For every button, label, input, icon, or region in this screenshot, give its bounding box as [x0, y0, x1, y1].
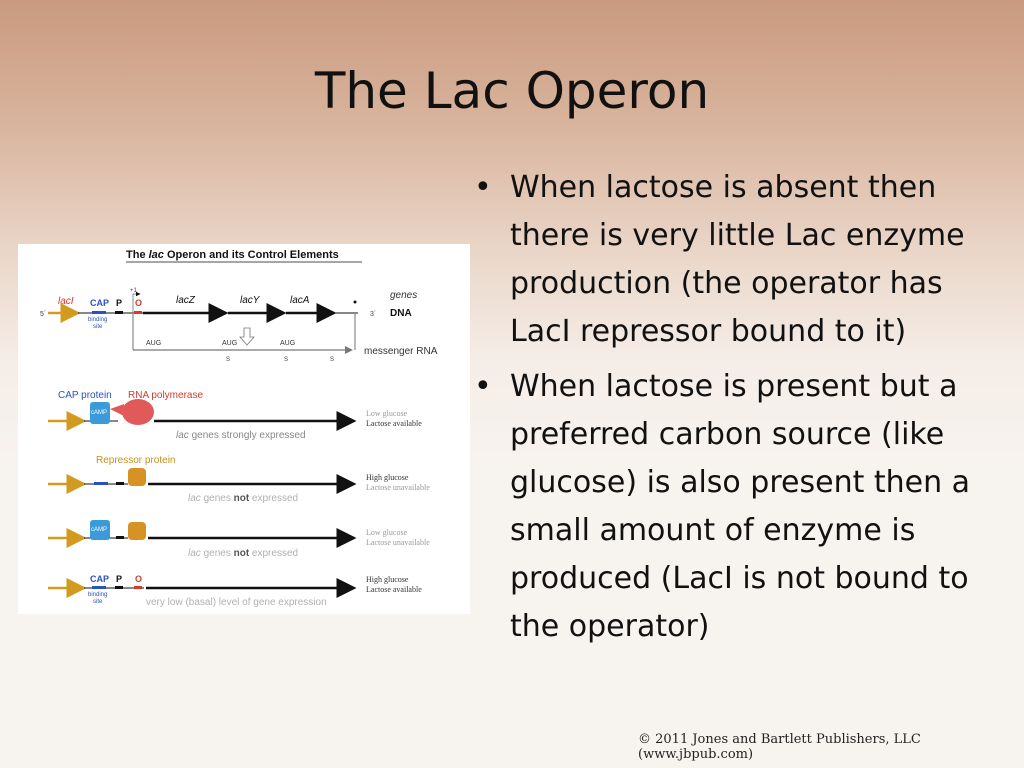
- cap-label: CAP: [90, 298, 109, 308]
- aug-label-2: AUG: [222, 340, 237, 347]
- row1-camp-label: cAMP: [91, 410, 107, 416]
- stop-s-label-2: S: [284, 357, 288, 363]
- stop-s-label-1: S: [226, 357, 230, 363]
- row3-repressor-shape: [128, 522, 146, 540]
- operator-mark: [134, 311, 142, 314]
- bullet-text: When lactose is absent then there is ver…: [510, 170, 965, 349]
- row3-condition-1: Low glucose: [366, 528, 408, 537]
- bullet-dot: •: [474, 369, 492, 404]
- row4-caption: very low (basal) level of gene expressio…: [146, 597, 327, 608]
- rna-polymerase-shape: [122, 399, 154, 425]
- row1-caption: lac genes strongly expressed: [176, 430, 306, 441]
- row4-binding-1: binding: [88, 592, 107, 598]
- polymerase-contact: [110, 404, 124, 416]
- row3-camp-label: cAMP: [91, 527, 107, 533]
- genes-label: genes: [390, 290, 417, 301]
- row3-caption: lac genes not expressed: [188, 548, 298, 559]
- three-prime-label: 3´: [370, 311, 376, 318]
- lacz-label: lacZ: [176, 295, 196, 306]
- laci-label: lacI: [58, 296, 74, 307]
- lac-operon-diagram: The lac Operon and its Control Elements …: [18, 244, 470, 614]
- row2-condition-2: Lactose unavailable: [366, 483, 430, 492]
- row4-condition-1: High glucose: [366, 575, 409, 584]
- row4-p-label: P: [116, 574, 122, 584]
- row4-cap-site: [92, 586, 106, 589]
- aug-label-1: AUG: [146, 340, 161, 347]
- terminator-dot: [353, 300, 357, 304]
- plus-one-label: +1: [130, 288, 138, 294]
- p-label: P: [116, 298, 122, 308]
- stop-s-label-3: S: [330, 357, 334, 363]
- copyright-notice: © 2011 Jones and Bartlett Publishers, LL…: [638, 732, 921, 762]
- row1-condition-2: Lactose available: [366, 419, 422, 428]
- row4-o-label: O: [135, 574, 142, 584]
- repressor-protein-label: Repressor protein: [96, 455, 175, 466]
- row3-condition-2: Lactose unavailable: [366, 538, 430, 547]
- cap-protein-label: CAP protein: [58, 390, 112, 401]
- row2-cap-site: [94, 482, 108, 485]
- figure-title: The lac Operon and its Control Elements: [126, 249, 339, 261]
- binding-site-label-2: site: [93, 324, 103, 330]
- row4-condition-2: Lactose available: [366, 585, 422, 594]
- row1-condition-1: Low glucose: [366, 409, 408, 418]
- bullet-dot: •: [474, 170, 492, 205]
- bullet-list: • When lactose is absent then there is v…: [470, 164, 1005, 658]
- row4-promoter: [115, 586, 123, 589]
- row3-cap-box: [90, 520, 110, 540]
- dna-label: DNA: [390, 308, 412, 319]
- row2-promoter: [116, 482, 124, 485]
- bullet-item: • When lactose is present but a preferre…: [470, 363, 1005, 651]
- o-label: O: [135, 298, 142, 308]
- mrna-label: messenger RNA: [364, 346, 438, 357]
- bullet-text: When lactose is present but a preferred …: [510, 369, 971, 644]
- bullet-item: • When lactose is absent then there is v…: [470, 164, 1005, 356]
- laca-label: lacA: [290, 295, 310, 306]
- row1-cap-box: [90, 402, 110, 424]
- transcription-arrow-icon: [239, 327, 255, 346]
- row4-cap-label: CAP: [90, 574, 109, 584]
- lacy-label: lacY: [240, 295, 261, 306]
- binding-site-label-1: binding: [88, 317, 107, 323]
- slide-title: The Lac Operon: [314, 62, 710, 120]
- row4-binding-2: site: [93, 599, 103, 605]
- row4-operator: [134, 586, 142, 589]
- five-prime-label: 5´: [40, 311, 46, 318]
- row3-promoter: [116, 536, 124, 539]
- cap-site-mark: [92, 311, 106, 314]
- rna-polymerase-label: RNA polymerase: [128, 390, 203, 401]
- promoter-mark: [115, 311, 123, 314]
- lac-operon-svg: The lac Operon and its Control Elements …: [40, 249, 438, 608]
- row2-caption: lac genes not expressed: [188, 493, 298, 504]
- aug-label-3: AUG: [280, 340, 295, 347]
- row2-repressor-shape: [128, 468, 146, 486]
- row2-condition-1: High glucose: [366, 473, 409, 482]
